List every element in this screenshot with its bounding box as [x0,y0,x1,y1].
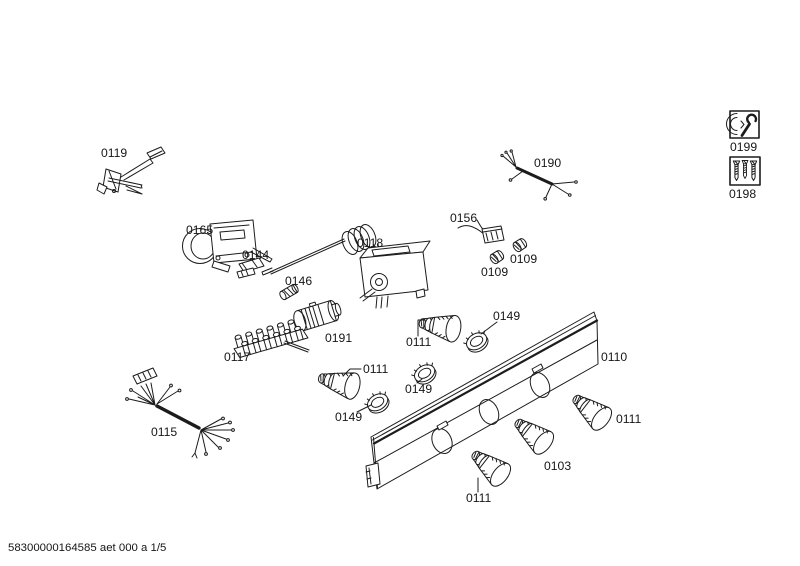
leader-lines [342,319,498,493]
part-0149-ring-a [460,326,493,357]
part-0156-connector [457,219,505,244]
part-0110-control-panel [365,311,599,490]
part-0144-bracket [236,257,265,279]
part-0149-label-a: 0149 [493,309,520,323]
part-0190-wire-harness [500,149,578,201]
document-code: 58300000164585 aet 000 a 1/5 [8,542,166,554]
part-0191-label: 0191 [325,331,352,345]
legend-0199-label: 0199 [730,140,757,154]
part-0119-latch-bracket [96,146,166,195]
part-0149-ring-b [361,387,394,418]
part-0118-thermostat [261,224,431,309]
wrench-tool-icon [726,110,760,139]
part-0111-knob-c [565,386,616,435]
part-0111-label-d: 0111 [466,491,492,505]
part-0111-knob-d [464,442,515,491]
part-0103-label: 0103 [544,459,571,473]
legend-0198-label: 0198 [729,187,756,201]
part-0115-wire-harness [125,367,235,459]
part-0115-label: 0115 [151,425,177,439]
part-0117-terminal-block [233,319,310,358]
part-0109-cap-b [511,236,529,254]
part-0190-label: 0190 [534,156,561,170]
part-0109-label-b: 0109 [510,252,537,266]
part-0144-label: 0144 [242,248,269,262]
part-0165-timer-motor [182,219,273,273]
part-0109-label-a: 0109 [481,265,508,279]
part-0156-label: 0156 [450,211,477,225]
part-0103-knob [507,410,558,459]
screws-icon [729,156,761,186]
part-0165-label: 0165 [186,223,213,237]
part-0118-label: 0118 [357,236,383,250]
part-0111-label-c: 0111 [616,412,642,426]
part-0117-label: 0117 [224,350,250,364]
part-0109-cap-a [488,248,506,266]
part-0119-label: 0119 [101,146,127,160]
part-0146-sleeve [279,283,299,301]
part-0111-label-b: 0111 [363,362,389,376]
part-0149-label-b: 0149 [335,410,362,424]
part-0110-label: 0110 [601,350,627,364]
part-0149-label-c: 0149 [405,382,432,396]
part-0111-knob-b [314,364,364,402]
part-0191-lamp-socket [293,299,342,332]
part-0146-label: 0146 [285,274,312,288]
part-0111-label-a: 0111 [406,335,432,349]
